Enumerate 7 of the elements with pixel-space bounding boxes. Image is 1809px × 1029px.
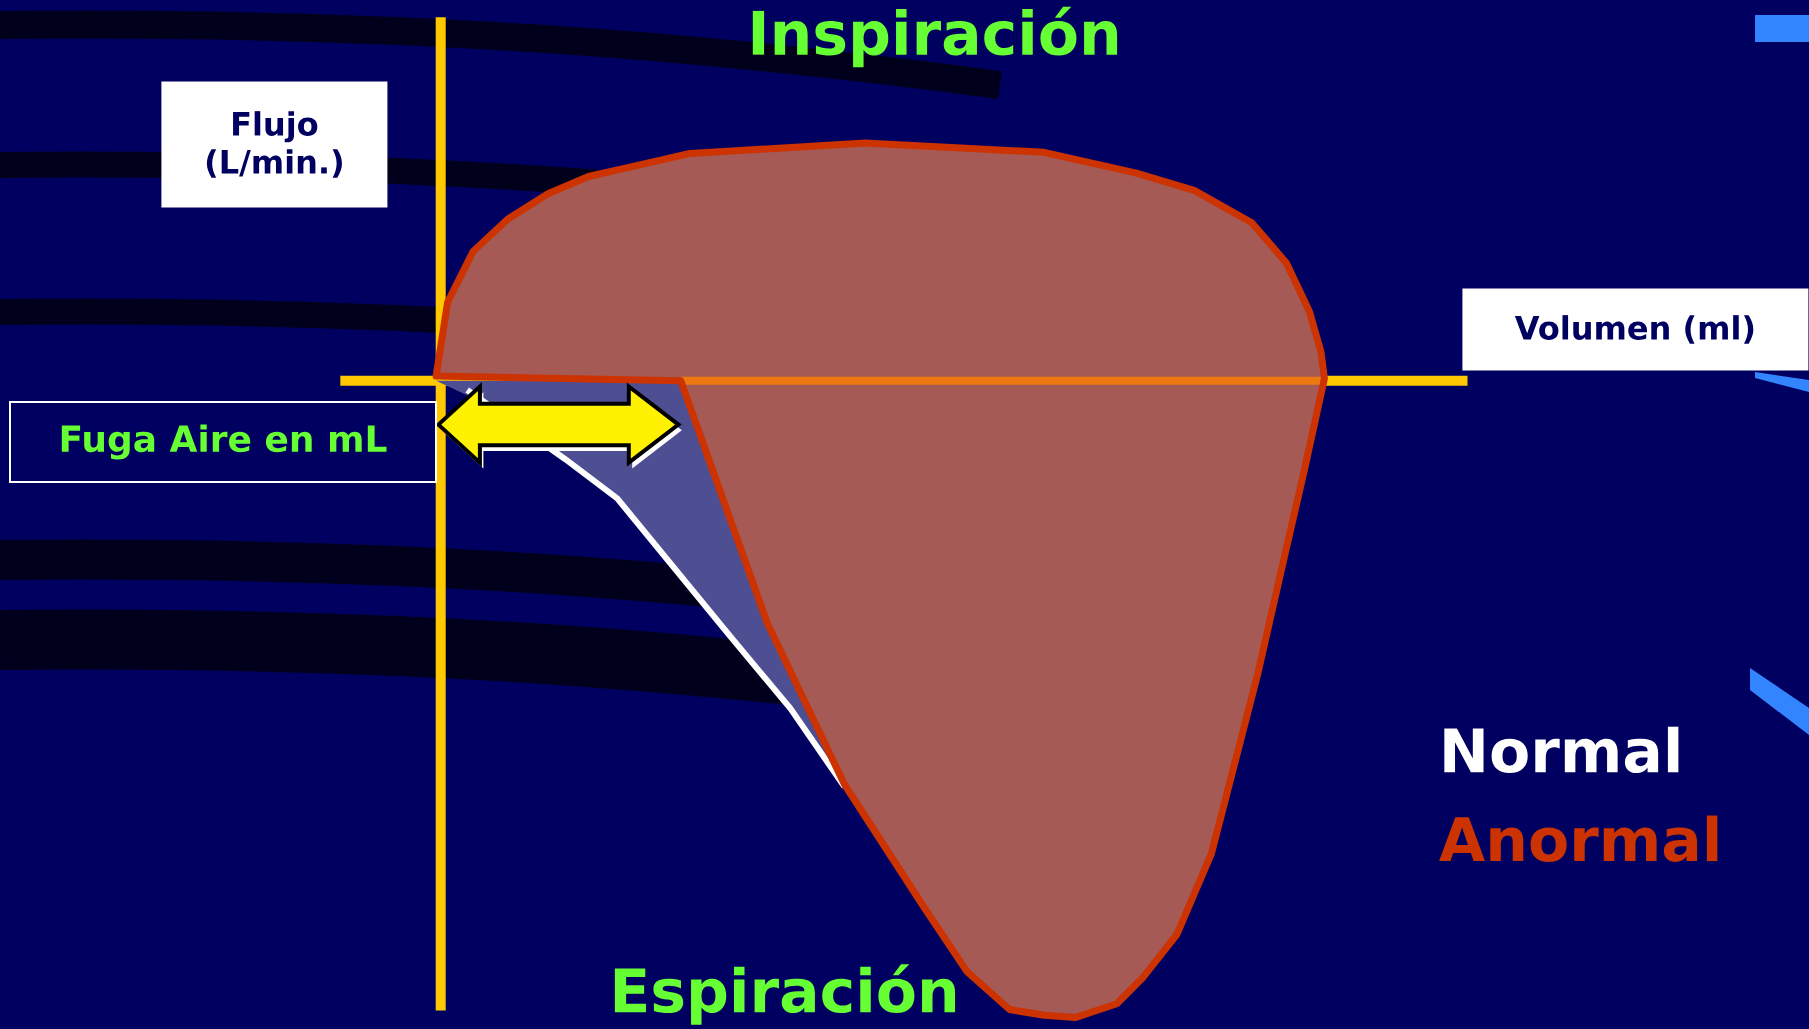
legend-text: Normal xyxy=(1444,726,1679,774)
axis-label-box: Volumen (ml) xyxy=(1462,288,1809,371)
legend-text: Anormal xyxy=(1439,815,1718,862)
heading: Espiración xyxy=(614,964,955,1025)
axis-label-box: Flujo (L/min.) xyxy=(161,81,388,208)
callout-box: Fuga Aire en mL xyxy=(9,401,437,483)
heading: Inspiración xyxy=(752,6,1118,68)
